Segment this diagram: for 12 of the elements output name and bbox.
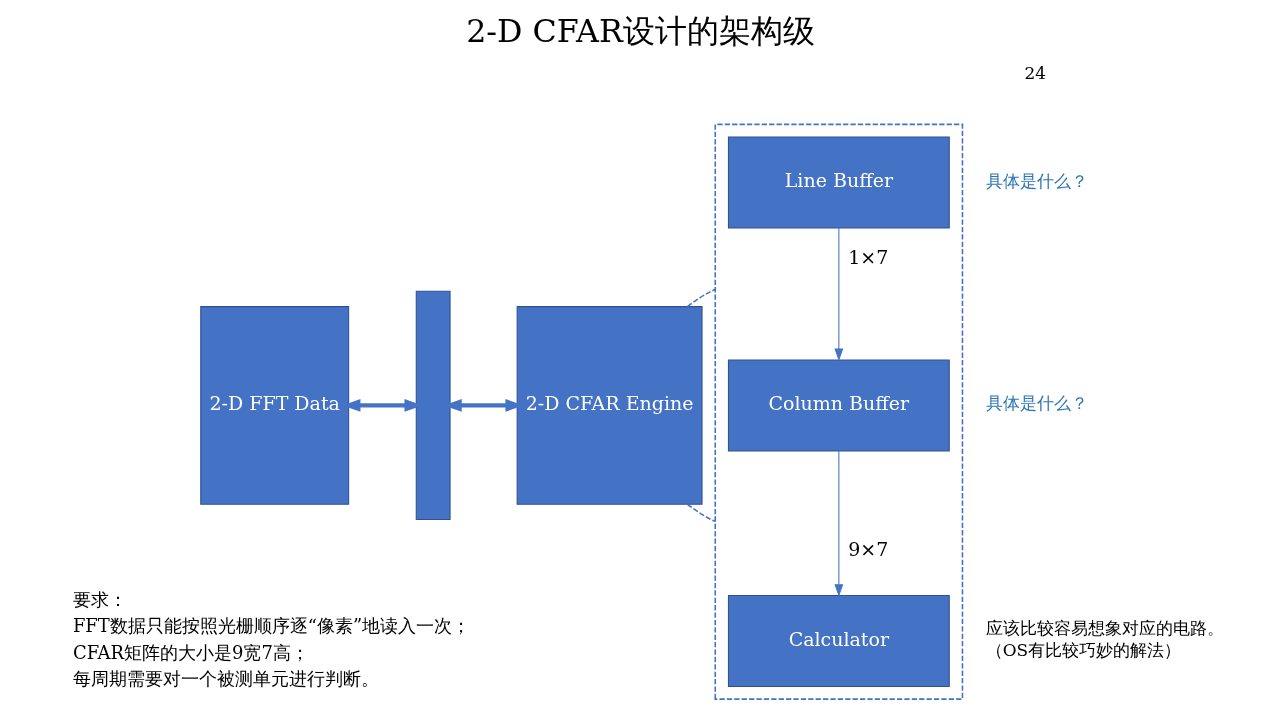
label: FFT数据只能按照光栅顺序逐“像素”地读入一次； — [72, 615, 470, 637]
edge-label: 9×7 — [847, 537, 888, 560]
node-label: 具体是什么？ — [985, 393, 1088, 414]
node-label: 应该比较容易想象对应的电路。 — [985, 618, 1224, 639]
node-label: 具体是什么？ — [985, 170, 1088, 191]
node-label: （OS有比较巧妙的解法） — [985, 639, 1181, 660]
label: CFAR矩阵的大小是9宽7高； — [72, 641, 309, 663]
label: 每周期需要对一个被测单元进行判断。 — [72, 667, 379, 689]
diagram-title: 2-D CFAR设计的架构级 — [465, 13, 815, 49]
label: 24 — [1024, 62, 1046, 83]
label: 要求： — [72, 588, 127, 610]
edge-label: 1×7 — [847, 246, 888, 269]
